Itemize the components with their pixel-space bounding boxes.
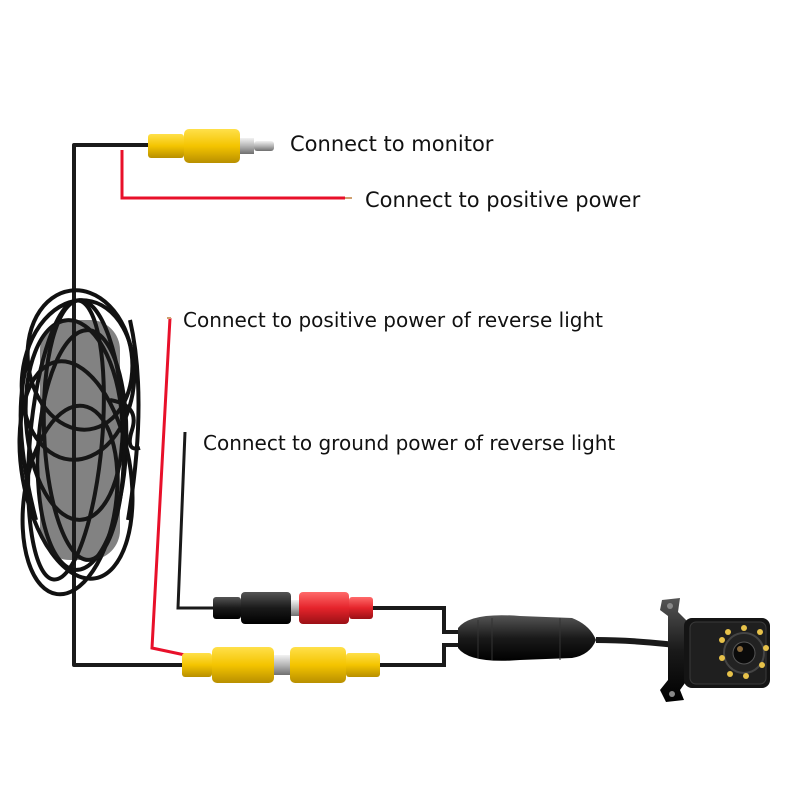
power-wire <box>120 150 345 200</box>
label-connect-positive-power: Connect to positive power <box>365 188 641 212</box>
reverse-ground-wire <box>176 431 215 610</box>
reverse-positive-wire <box>150 317 186 657</box>
label-connect-monitor: Connect to monitor <box>290 132 494 156</box>
label-reverse-light-ground: Connect to ground power of reverse light <box>203 431 616 455</box>
video-cable-to-camera <box>380 643 460 667</box>
reverse-camera <box>660 598 770 702</box>
trigger-cable <box>373 606 460 634</box>
monitor-rca-connector <box>148 129 274 163</box>
trigger-connector-pair <box>213 592 373 624</box>
video-rca-coupling <box>182 647 380 683</box>
coil-fill <box>40 320 120 560</box>
label-reverse-light-positive: Connect to positive power of reverse lig… <box>183 308 603 332</box>
cable-junction-sleeve <box>458 615 596 661</box>
